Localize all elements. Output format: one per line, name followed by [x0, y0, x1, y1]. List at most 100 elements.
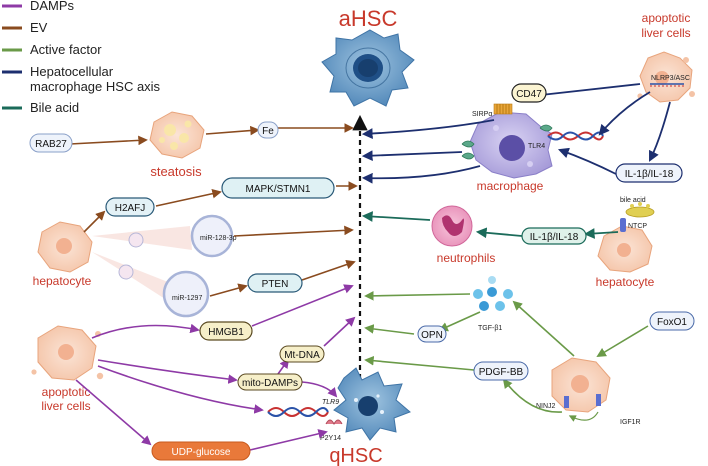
arrow-foxo1-cell: [596, 325, 649, 357]
arrow-il1b-neutrophils: [475, 227, 523, 239]
tlr4-receptor-icon: [461, 124, 553, 160]
pill-il1b-mid-label: IL-1β/IL-18: [530, 232, 579, 243]
neutrophil-cell: [431, 205, 473, 247]
steatosis-label: steatosis: [150, 164, 202, 179]
sirpa-label: SIRPα: [472, 111, 492, 118]
mir128-label: miR-128-3p: [200, 235, 237, 242]
pill-rab27-label: RAB27: [35, 139, 67, 150]
legend-ev: EV: [30, 20, 48, 35]
apoptotic-right-line1: apoptotic: [642, 11, 691, 25]
arrow-macrophage-hsc-2: [361, 150, 463, 162]
pill-il1b-mid: IL-1β/IL-18: [521, 227, 587, 245]
ntcp-label: NTCP: [628, 223, 647, 230]
qhsc-title: qHSC: [329, 445, 382, 466]
tgf-beta1-label: TGF-β1: [478, 325, 502, 332]
pill-il1b-right-label: IL-1β/IL-18: [625, 169, 674, 180]
pill-pdgf-label: PDGF-BB: [479, 367, 524, 378]
pill-fe-label: Fe: [262, 126, 274, 137]
arrow-apoptotic-mito-damps: [97, 359, 238, 384]
arrow-apoptotic-dna-right: [598, 91, 651, 136]
exosome-mir128-icon: [190, 214, 234, 258]
p2y14-label: P2Y14: [320, 435, 341, 442]
hepatocyte-right-label: hepatocyte: [596, 275, 655, 289]
pill-mtdna-label: Mt-DNA: [284, 350, 320, 361]
arrow-h2afj-mapk: [155, 188, 222, 207]
pill-rab27: RAB27: [29, 133, 73, 153]
arrow-hepatocyte-il1b: [583, 228, 619, 239]
pill-pten-label: PTEN: [262, 279, 289, 290]
exosome-beam-lower: [92, 252, 176, 306]
ninj2-receptor-icon: [564, 396, 569, 408]
hepatocyte-left-cell: [37, 221, 93, 273]
ahsc-cell: [321, 29, 415, 107]
tgf-beta1-particles-icon: [473, 276, 513, 311]
pill-mtdna: Mt-DNA: [279, 345, 325, 363]
apoptotic-right-line2: liver cells: [641, 26, 690, 40]
arrow-hepatocyte-h2afj: [83, 210, 106, 233]
p2y14-receptor-icon: [325, 419, 343, 426]
pill-il1b-right: IL-1β/IL-18: [615, 163, 683, 183]
apoptotic-left-line1: apoptotic: [42, 385, 91, 399]
pill-cd47-label: CD47: [516, 89, 542, 100]
steatosis-cell: [149, 111, 205, 159]
tlr4-label: TLR4: [528, 143, 545, 150]
bile-acid-icon: [625, 202, 655, 218]
macrophage-label: macrophage: [477, 179, 544, 193]
arrow-cell-tgf: [512, 300, 575, 357]
arrow-steatosis-fe: [205, 125, 260, 136]
macrophage-cell: [469, 111, 553, 179]
neutrophils-label: neutrophils: [437, 251, 496, 265]
arrow-macrophage-hsc-1: [361, 119, 495, 139]
nlrp3-label: NLRP3/ASC: [651, 75, 690, 82]
legend-damps: DAMPs: [30, 0, 75, 13]
legend-hsc-axis: macrophage HSC axis: [30, 79, 161, 94]
arrow-mito-tlr9: [301, 381, 338, 398]
arrow-tgf-hsc: [364, 291, 471, 301]
pill-hmgb1: HMGB1: [199, 321, 253, 341]
legend-bile-acid: Bile acid: [30, 100, 79, 115]
arrow-pten-hsc: [301, 259, 356, 281]
apoptotic-cell-left: [31, 325, 104, 381]
arrow-neutrophils-hsc: [361, 211, 431, 222]
pill-mito-damps-label: mito-DAMPs: [242, 378, 298, 389]
tlr9-label: TLR9: [322, 399, 339, 406]
hepatocyte-right-cell: [597, 218, 653, 273]
pill-mapk-label: MAPK/STMN1: [245, 184, 310, 195]
sirpa-receptor-icon: [493, 103, 513, 115]
pill-foxo1-label: FoxO1: [657, 317, 687, 328]
pill-udp-glucose-label: UDP-glucose: [172, 447, 231, 458]
pill-opn-label: OPN: [421, 330, 443, 341]
qhsc-cell: [333, 367, 411, 441]
pill-fe: Fe: [257, 121, 279, 139]
bile-acid-label: bile acid: [620, 197, 646, 204]
mir1297-label: miR-1297: [172, 295, 202, 302]
arrow-macrophage-hsc-3: [361, 165, 481, 184]
arrow-tgf-opn: [438, 311, 481, 332]
pill-cd47: CD47: [511, 83, 547, 103]
ninj2-label: NINJ2: [536, 403, 556, 410]
arrow-apoptotic-udp: [75, 379, 152, 446]
arrow-mtdna-hsc: [323, 316, 356, 347]
apoptotic-left-line2: liver cells: [41, 399, 90, 413]
ahsc-title: aHSC: [339, 6, 398, 31]
pill-foxo1: FoxO1: [649, 311, 695, 331]
arrow-apoptotic-hmgb1: [91, 323, 200, 339]
exosome-mir1297-icon: [162, 270, 210, 318]
arrow-opn-hsc: [364, 324, 415, 335]
ntcp-transporter-icon: [620, 218, 626, 232]
pill-hmgb1-label: HMGB1: [208, 327, 244, 338]
legend: DAMPs EV Active factor Hepatocellular ma…: [2, 0, 161, 115]
pill-mito-damps: mito-DAMPs: [237, 373, 303, 391]
arrow-apoptotic-cd47: [529, 83, 641, 101]
pill-pten: PTEN: [247, 273, 303, 293]
legend-active-factor: Active factor: [30, 42, 102, 57]
igf1r-label: IGF1R: [620, 419, 641, 426]
arrow-apoptotic-dna: [97, 365, 264, 414]
arrow-apoptotic-il1b: [649, 101, 671, 162]
arrow-il1b-macrophage: [557, 147, 617, 175]
legend-hepatocellular: Hepatocellular: [30, 64, 114, 79]
pill-h2afj: H2AFJ: [105, 197, 155, 217]
apoptotic-cell-right: [637, 51, 695, 103]
arrow-pdgf-hsc: [364, 355, 475, 371]
pill-opn: OPN: [417, 325, 447, 343]
